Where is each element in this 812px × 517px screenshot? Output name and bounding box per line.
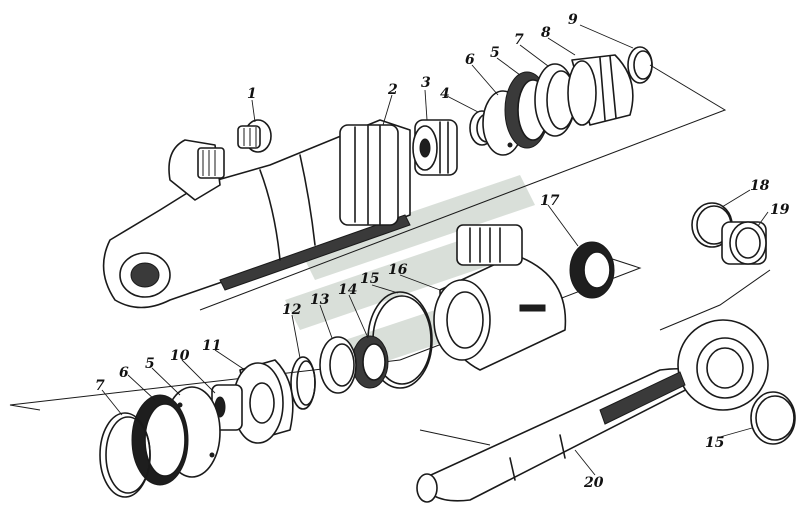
callout-9: 9 [568,12,578,28]
callout-numbers: 1 2 3 4 6 5 7 8 9 17 16 15 14 13 12 11 1… [95,12,790,491]
callout-19: 19 [770,202,790,218]
callout-3: 3 [421,75,431,91]
callout-15-mid: 15 [360,271,379,287]
part-2-cylinder-body [102,119,411,309]
part-8-gland [567,54,634,126]
part-7-ring-bottom [99,412,151,498]
callout-8: 8 [541,25,551,41]
callout-13: 13 [310,292,330,308]
callout-12: 12 [282,302,302,318]
callout-10: 10 [170,348,190,364]
callout-1: 1 [247,86,257,102]
part-13-ring [319,336,357,394]
part-19-bearing [721,221,767,265]
callout-15-bottom: 15 [705,435,724,451]
callout-5-top: 5 [490,45,500,61]
callout-2: 2 [387,82,398,98]
part-11-piston [232,359,294,444]
callout-17: 17 [540,193,560,209]
part-17-seal [569,241,615,299]
callout-18: 18 [750,178,770,194]
part-15-circlip-bottom [750,391,796,445]
callout-6-top: 6 [465,52,475,68]
part-12-snap-ring [290,356,316,410]
callout-7-top: 7 [514,32,524,48]
part-16-head [433,224,567,371]
callout-6-bottom: 6 [119,365,129,381]
callout-11: 11 [202,338,221,354]
part-6-seal-bottom [131,394,189,486]
part-14-wiper [351,335,389,389]
part-1-cap [237,119,272,153]
part-20-piston-rod [416,319,769,503]
callout-16: 16 [388,262,408,278]
part-9-retaining-ring [627,46,653,84]
callout-leaders [101,24,769,476]
callout-20: 20 [583,475,604,491]
part-3-piston [412,119,458,176]
callout-5-bottom: 5 [145,356,155,372]
callout-4: 4 [440,86,450,102]
callout-7-bottom: 7 [95,378,105,394]
callout-14: 14 [338,282,357,298]
